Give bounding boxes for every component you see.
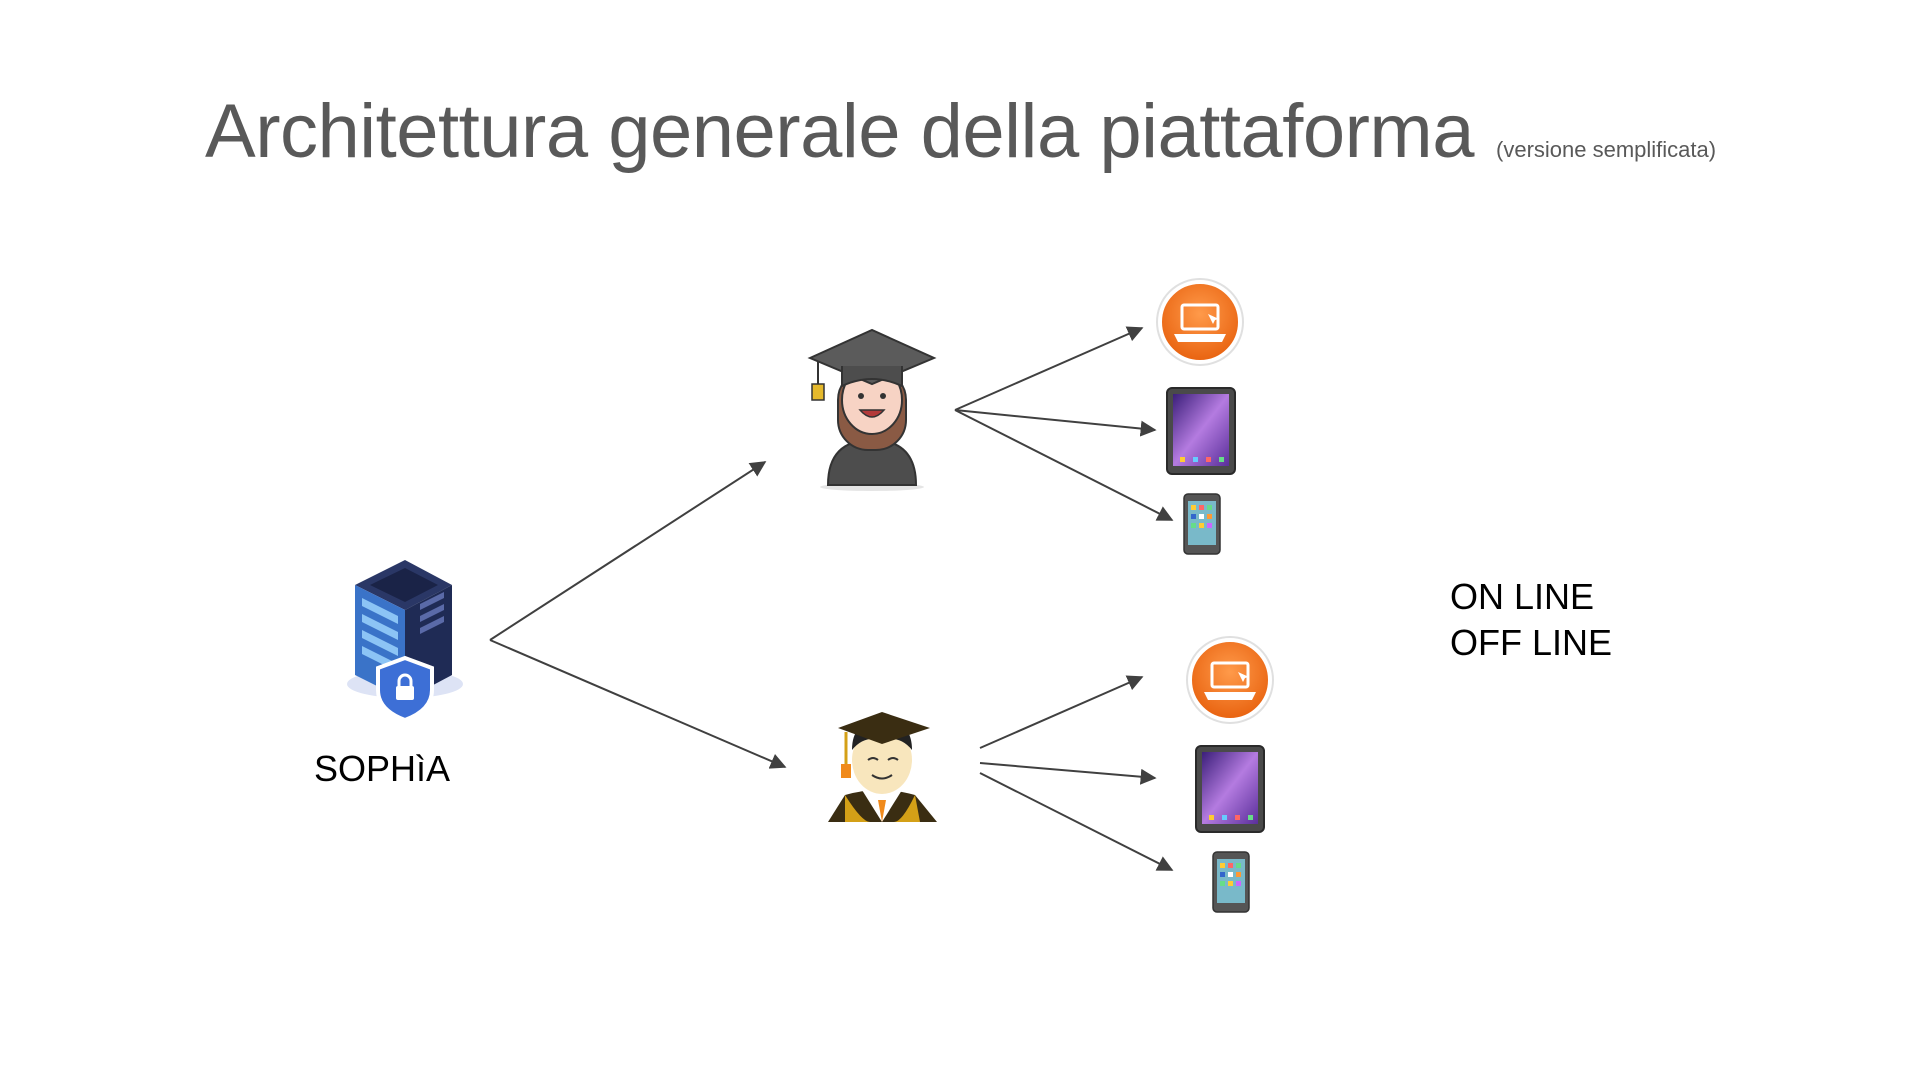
laptop-icon [1156, 278, 1244, 366]
arrow-female-to-laptop [954, 326, 1144, 411]
title-main: Architettura generale della piattaforma [205, 89, 1475, 174]
server-label: SOPHìA [314, 748, 451, 789]
arrow-server-to-male [489, 639, 787, 769]
status-offline: OFF LINE [1450, 622, 1613, 663]
tablet-icon [1166, 387, 1236, 475]
arrow-female-to-phone [954, 409, 1174, 521]
arrow-male-to-phone [979, 772, 1174, 871]
arrow-male-to-laptop [979, 675, 1144, 749]
slide-title: Architettura generale della piattaforma (… [205, 88, 1716, 175]
arrow-male-to-tablet [979, 762, 1157, 785]
laptop-icon [1186, 636, 1274, 724]
server-lock-icon [347, 560, 463, 723]
female-graduate-icon [807, 328, 937, 491]
arrows [489, 326, 1174, 871]
tablet-icon [1195, 745, 1265, 833]
smartphone-icon [1183, 493, 1221, 555]
arrow-server-to-female [489, 461, 767, 641]
smartphone-icon [1212, 851, 1250, 913]
male-graduate-icon [828, 712, 937, 822]
status-online: ON LINE [1450, 576, 1595, 617]
title-subtitle: (versione semplificata) [1496, 137, 1717, 162]
status-legend: ON LINE OFF LINE [1450, 574, 1612, 666]
arrow-female-to-tablet [954, 409, 1157, 437]
